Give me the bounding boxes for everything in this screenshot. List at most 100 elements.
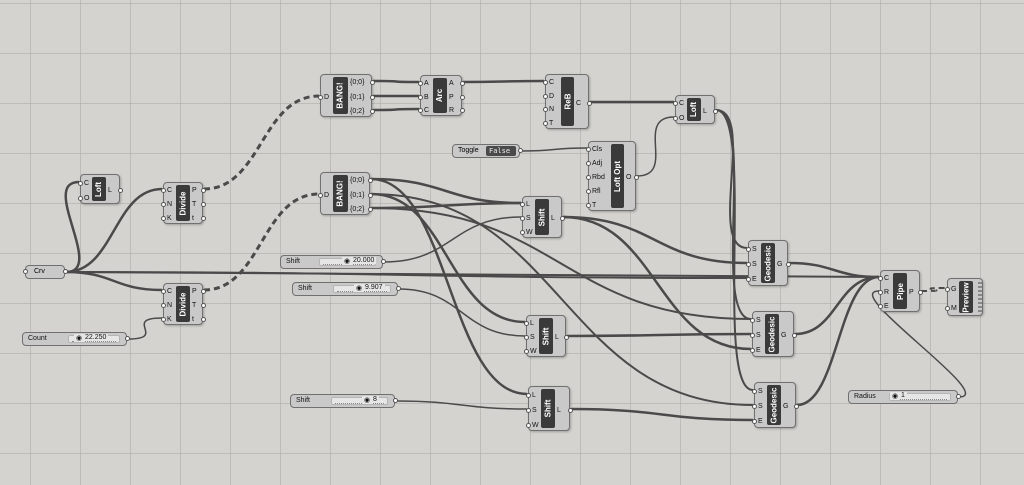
input-grip-icon[interactable] [524, 349, 529, 354]
input-grip-icon[interactable] [524, 321, 529, 326]
input-grip-icon[interactable] [945, 306, 950, 311]
input-grip-icon[interactable] [586, 147, 591, 152]
input-grip-icon[interactable] [318, 193, 323, 198]
slider-track[interactable] [331, 397, 388, 405]
input-grip-icon[interactable] [878, 276, 883, 281]
output-grip-icon[interactable] [794, 404, 799, 409]
input-grip-icon[interactable] [161, 303, 166, 308]
input-grip-icon[interactable] [418, 81, 423, 86]
input-grip-icon[interactable] [543, 80, 548, 85]
input-grip-icon[interactable] [945, 287, 950, 292]
component-body[interactable]: Loft [687, 98, 701, 121]
input-grip-icon[interactable] [543, 94, 548, 99]
input-grip-icon[interactable] [318, 95, 323, 100]
slider-grip-icon[interactable]: ◉ [362, 396, 373, 404]
wire[interactable] [370, 193, 754, 406]
input-grip-icon[interactable] [750, 318, 755, 323]
input-grip-icon[interactable] [586, 189, 591, 194]
output-grip-icon[interactable] [560, 216, 565, 221]
input-grip-icon[interactable] [586, 175, 591, 180]
output-grip-icon[interactable] [460, 95, 465, 100]
input-grip-icon[interactable] [418, 95, 423, 100]
output-grip-icon[interactable] [201, 188, 206, 193]
component-body[interactable]: Geodesic [767, 385, 781, 425]
output-grip-icon[interactable] [201, 303, 206, 308]
output-grip-icon[interactable] [918, 290, 923, 295]
input-grip-icon[interactable] [161, 188, 166, 193]
wire[interactable] [715, 109, 748, 249]
component-body[interactable]: ReB [561, 77, 574, 126]
output-grip-icon[interactable] [370, 109, 375, 114]
slider-grip-icon[interactable]: ◉ [890, 392, 901, 400]
input-grip-icon[interactable] [161, 317, 166, 322]
component-bang_mid[interactable]: BANG!D{0;0}{0;1}{0;2} [318, 172, 373, 215]
input-grip-icon[interactable] [752, 389, 757, 394]
param-crv[interactable]: Crv [23, 265, 68, 279]
wire[interactable] [65, 271, 748, 279]
wire[interactable] [715, 109, 752, 320]
wire[interactable] [920, 287, 947, 292]
toggle-value[interactable]: False [486, 146, 516, 156]
input-grip-icon[interactable] [23, 269, 28, 274]
output-grip-icon[interactable] [370, 80, 375, 85]
wire[interactable] [794, 275, 880, 336]
input-grip-icon[interactable] [673, 101, 678, 106]
output-grip-icon[interactable] [634, 175, 639, 180]
wire[interactable] [570, 407, 754, 422]
output-grip-icon[interactable] [201, 216, 206, 221]
output-grip-icon[interactable] [568, 408, 573, 413]
input-grip-icon[interactable] [524, 335, 529, 340]
input-grip-icon[interactable] [673, 116, 678, 121]
output-grip-icon[interactable] [564, 335, 569, 340]
component-body[interactable]: Pipe [893, 273, 907, 309]
input-grip-icon[interactable] [878, 290, 883, 295]
output-grip-icon[interactable] [786, 262, 791, 267]
output-grip-icon[interactable] [201, 289, 206, 294]
input-grip-icon[interactable] [520, 230, 525, 235]
wire[interactable] [796, 275, 880, 407]
component-body[interactable]: Loft Opt [611, 144, 624, 208]
input-grip-icon[interactable] [526, 408, 531, 413]
wire[interactable] [462, 79, 545, 84]
component-body[interactable]: Divide [176, 286, 190, 322]
wire[interactable] [636, 116, 675, 177]
input-grip-icon[interactable] [78, 196, 83, 201]
component-body[interactable]: Arc [433, 78, 447, 113]
component-body[interactable]: Shift [535, 199, 549, 235]
input-grip-icon[interactable] [526, 423, 531, 428]
output-grip-icon[interactable] [63, 269, 68, 274]
wire[interactable] [788, 261, 880, 279]
component-body[interactable]: Geodesic [765, 314, 779, 354]
input-grip-icon[interactable] [752, 404, 757, 409]
output-grip-icon[interactable] [792, 333, 797, 338]
wire[interactable] [395, 400, 528, 410]
input-grip-icon[interactable] [161, 202, 166, 207]
output-grip-icon[interactable] [460, 81, 465, 86]
input-grip-icon[interactable] [586, 203, 591, 208]
output-grip-icon[interactable] [381, 259, 386, 264]
wire[interactable] [64, 180, 81, 274]
component-body[interactable]: BANG! [333, 175, 348, 212]
output-grip-icon[interactable] [587, 101, 592, 106]
input-grip-icon[interactable] [543, 121, 548, 126]
input-grip-icon[interactable] [746, 277, 751, 282]
output-grip-icon[interactable] [460, 108, 465, 113]
component-body[interactable]: Shift [539, 318, 553, 354]
wire[interactable] [203, 192, 320, 292]
wire[interactable] [203, 94, 320, 191]
component-bang_top[interactable]: BANG!D{0;0}{0;1}{0;2} [318, 74, 375, 117]
slider-grip-icon[interactable]: ◉ [342, 257, 353, 265]
output-grip-icon[interactable] [396, 286, 401, 291]
input-grip-icon[interactable] [520, 202, 525, 207]
